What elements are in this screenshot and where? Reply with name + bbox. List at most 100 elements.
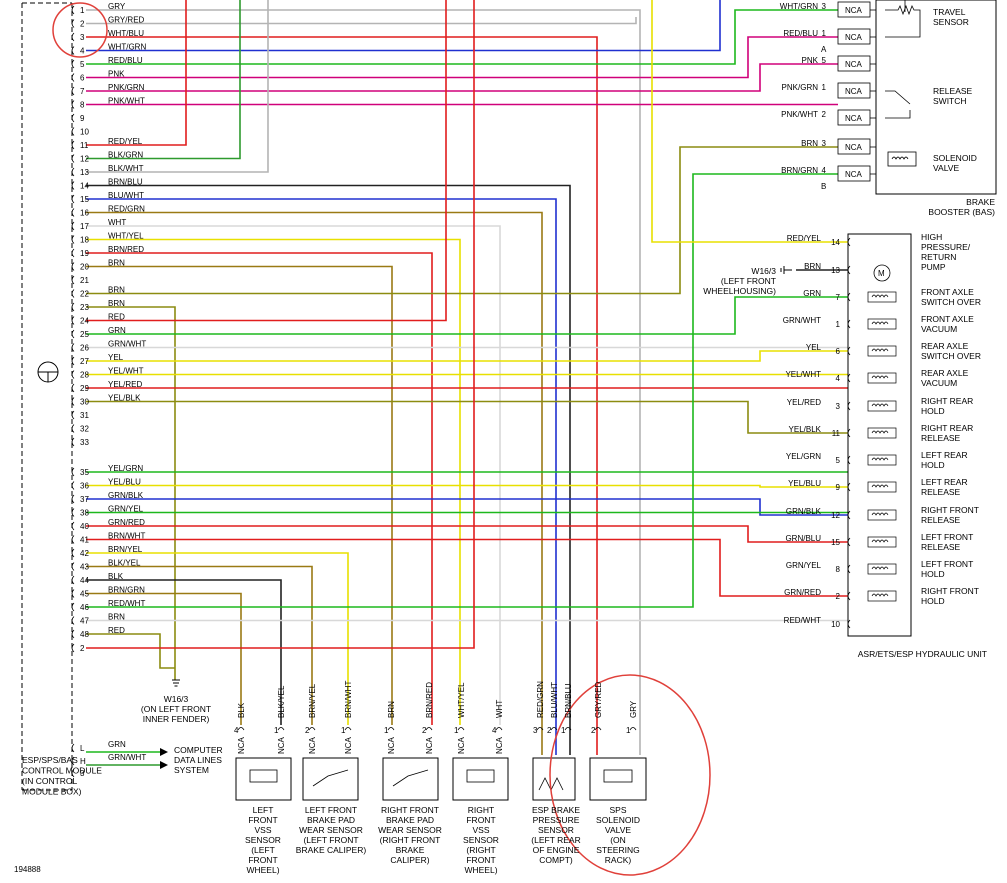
connector-mark <box>71 508 75 517</box>
module-pin-number: 31 <box>80 411 89 420</box>
ground-desc: INNER FENDER) <box>143 714 210 724</box>
connector-mark <box>71 329 75 339</box>
wire-brn-red <box>86 252 433 725</box>
module-pin-number: 21 <box>80 276 89 285</box>
solenoid-icon <box>867 509 897 521</box>
connector-mark <box>847 455 851 465</box>
module-pin-number: 47 <box>80 617 89 626</box>
wire-gry-red <box>86 17 637 25</box>
component-pin-number: 1 <box>384 726 389 735</box>
component-label: SENSOR <box>538 825 574 835</box>
connector-mark <box>71 221 75 231</box>
wire-brn-23 <box>86 306 176 680</box>
hydraulic-component-label: SWITCH OVER <box>921 297 981 307</box>
connector-mark <box>457 727 465 731</box>
wire-blk <box>86 579 282 725</box>
nca-box <box>837 138 871 155</box>
solenoid-icon <box>867 536 897 548</box>
wire-brn-wht <box>86 538 848 597</box>
nca-label: NCA <box>308 736 317 754</box>
coil-icon <box>871 375 889 379</box>
nca-box <box>837 1 871 18</box>
hydraulic-component-label: VACUUM <box>921 378 957 388</box>
solenoid-icon <box>867 590 897 602</box>
component-label: OF ENGINE <box>533 845 580 855</box>
connector-mark <box>847 482 851 492</box>
connector-mark <box>71 194 75 204</box>
connector-mark <box>425 727 433 731</box>
coil-icon <box>871 294 889 298</box>
pump-motor-icon <box>873 264 891 282</box>
component-label: FRONT <box>248 855 277 865</box>
booster-pin-number: 3 <box>822 2 827 11</box>
hydraulic-unit-box <box>847 233 912 637</box>
module-pin-number: 6 <box>80 74 85 83</box>
connector-mark <box>71 248 75 258</box>
connector-mark <box>495 727 503 731</box>
connector-mark <box>71 370 75 379</box>
solenoid-icon <box>867 400 897 412</box>
component-wire-label: BRN <box>387 701 396 718</box>
component-label: RIGHT <box>468 805 494 815</box>
wire-grn-25 <box>86 296 848 335</box>
hydraulic-component-label: RELEASE <box>921 433 961 443</box>
component-label: (RIGHT FRONT <box>380 835 441 845</box>
motor-glyph: M <box>878 269 885 278</box>
component-box <box>382 757 439 801</box>
ground-icon <box>172 679 180 687</box>
component-pin-number: 3 <box>533 726 538 735</box>
module-pin-number: 24 <box>80 317 89 326</box>
module-pin-number: 29 <box>80 384 89 393</box>
connector-mark <box>308 727 316 731</box>
connector-mark <box>71 521 75 531</box>
component-label: BRAKE <box>396 845 425 855</box>
component-label: (RIGHT <box>466 845 495 855</box>
component-label: BRAKE PAD <box>386 815 434 825</box>
hydraulic-wire-label: YEL/GRN <box>786 452 821 461</box>
connector-mark <box>71 575 75 585</box>
hydraulic-wire-label: RED/YEL <box>787 234 822 243</box>
solenoid-icon <box>867 372 897 384</box>
component-box <box>452 757 509 801</box>
module-pin-number: 4 <box>80 47 85 56</box>
module-label: (IN CONTROL <box>22 776 78 786</box>
module-pin-wire-label: BRN/GRN <box>108 586 145 595</box>
hydraulic-component-label: RELEASE <box>921 487 961 497</box>
hydraulic-pin-number: 8 <box>836 565 841 574</box>
module-pin-number: 25 <box>80 330 89 339</box>
connector-mark <box>847 537 851 547</box>
nca-label: NCA <box>845 87 863 96</box>
bus-pin-number: L <box>80 744 85 753</box>
connector-mark <box>71 127 75 136</box>
module-pin-wire-label: RED/GRN <box>108 205 145 214</box>
hydraulic-component-label: RETURN <box>921 252 956 262</box>
wire-layer <box>86 0 848 766</box>
ground-icon <box>780 266 792 274</box>
hydraulic-pin-number: 12 <box>831 511 840 520</box>
nca-box <box>837 82 871 99</box>
component-box <box>532 757 576 801</box>
connector-mark <box>71 19 75 28</box>
data-lines-label: SYSTEM <box>174 765 209 775</box>
connector-mark <box>71 602 75 612</box>
module-pin-wire-label: WHT/YEL <box>108 232 144 241</box>
connector-mark <box>71 768 75 778</box>
brake-booster-box <box>875 0 997 195</box>
nca-box <box>837 28 871 45</box>
connector-mark <box>71 629 75 639</box>
module-pin-wire-label: BLU/WHT <box>108 191 144 200</box>
connector-mark <box>71 589 75 598</box>
connector-mark <box>71 140 75 150</box>
component-label: PRESSURE <box>533 815 580 825</box>
ground-id: W16/3 <box>164 694 189 704</box>
annotation-circle <box>52 2 108 58</box>
wire-red-yel-14 <box>651 0 848 243</box>
component-wire-label: BLU/WHT <box>550 682 559 718</box>
booster-pin-number: 1 <box>822 29 827 38</box>
nca-box <box>837 55 871 72</box>
nca-label: NCA <box>237 736 246 754</box>
ground-desc: (LEFT FRONT <box>721 276 776 286</box>
component-pin-number: 1 <box>561 726 566 735</box>
hydraulic-component-label: REAR AXLE <box>921 341 969 351</box>
nca-box <box>837 165 871 182</box>
